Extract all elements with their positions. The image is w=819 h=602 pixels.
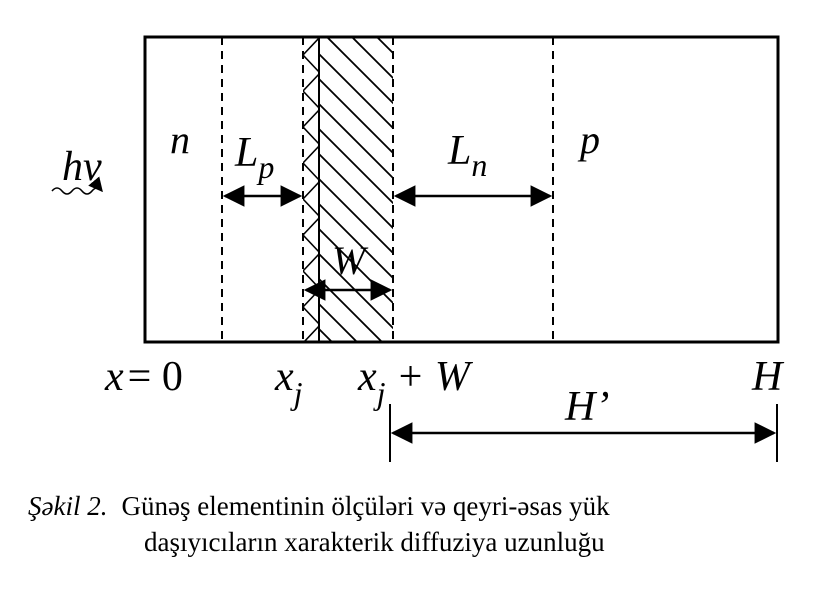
xj-label: xj: [274, 354, 303, 411]
caption-text-1: Günəş elementinin ölçüləri və qeyri-əsas…: [121, 491, 610, 521]
ln-label: Ln: [447, 128, 487, 183]
w-label: W: [332, 238, 369, 283]
figure-label: Şəkil 2.: [28, 491, 108, 521]
hprime-label: H’: [564, 384, 609, 430]
caption-line-2: daşıyıcıların xarakterik diffuziya uzunl…: [144, 527, 605, 557]
photon-label: hν: [62, 144, 102, 190]
h-label: H: [751, 354, 785, 400]
xj-plus-w-label: xj + W: [357, 354, 474, 411]
solar-cell-diagram: hν n p Lp Ln W x= 0 xj xj + W H H’: [51, 35, 785, 462]
region-p-label: p: [577, 117, 600, 162]
photon-wave-icon: [51, 176, 103, 195]
caption-line-1: Şəkil 2. Günəş elementinin ölçüləri və qe…: [28, 488, 808, 524]
solar-cell-body: [143, 35, 780, 344]
x0-label: x= 0: [104, 354, 183, 400]
figure-caption: Şəkil 2. Günəş elementinin ölçüləri və qe…: [28, 488, 808, 560]
junction-zigzag: [303, 37, 320, 342]
depletion-hatching: [319, 37, 393, 342]
lp-label: Lp: [234, 130, 274, 185]
region-n-label: n: [170, 117, 190, 162]
